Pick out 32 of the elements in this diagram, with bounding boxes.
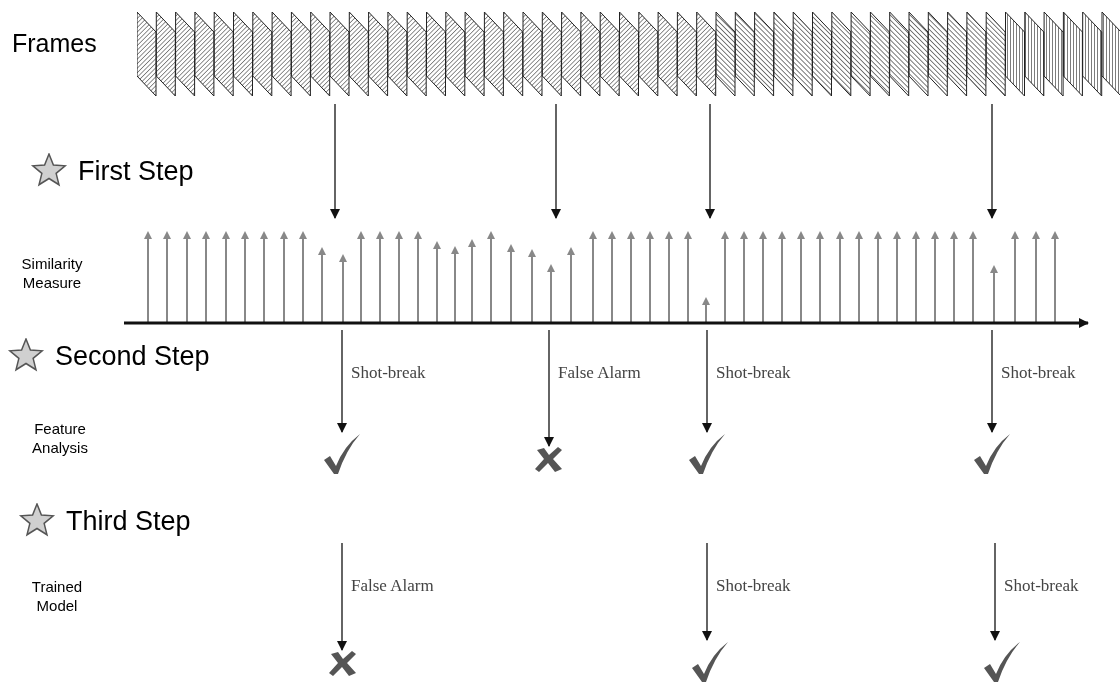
arrow bbox=[990, 542, 1000, 641]
edge-label: False Alarm bbox=[351, 577, 434, 594]
check-mark-icon bbox=[690, 640, 728, 684]
edge-label: Shot-break bbox=[351, 364, 426, 381]
step-label: Second Step bbox=[55, 340, 210, 373]
edge-label: Shot-break bbox=[716, 364, 791, 381]
check-mark-icon bbox=[972, 432, 1010, 476]
arrow bbox=[330, 103, 340, 219]
cross-mark-icon bbox=[534, 446, 564, 472]
arrow bbox=[987, 103, 997, 219]
check-mark-icon bbox=[982, 640, 1020, 684]
step-label: Trained Model bbox=[30, 578, 84, 616]
step-label: First Step bbox=[78, 155, 194, 188]
arrow bbox=[544, 329, 554, 447]
edge-label: False Alarm bbox=[558, 364, 641, 381]
edge-label: Shot-break bbox=[1001, 364, 1076, 381]
step-label: Similarity Measure bbox=[20, 255, 84, 293]
check-mark-icon bbox=[687, 432, 725, 476]
step-label: Feature Analysis bbox=[31, 420, 89, 458]
arrow bbox=[987, 329, 997, 433]
arrow bbox=[702, 542, 712, 641]
edge-label: Shot-break bbox=[1004, 577, 1079, 594]
edge-label: Shot-break bbox=[716, 577, 791, 594]
arrow bbox=[337, 542, 347, 651]
arrow bbox=[337, 329, 347, 433]
arrow bbox=[702, 329, 712, 433]
step-label: Third Step bbox=[66, 505, 191, 538]
step-label: Frames bbox=[12, 28, 97, 59]
arrow bbox=[705, 103, 715, 219]
check-mark-icon bbox=[322, 432, 360, 476]
arrow bbox=[551, 103, 561, 219]
cross-mark-icon bbox=[328, 650, 358, 676]
